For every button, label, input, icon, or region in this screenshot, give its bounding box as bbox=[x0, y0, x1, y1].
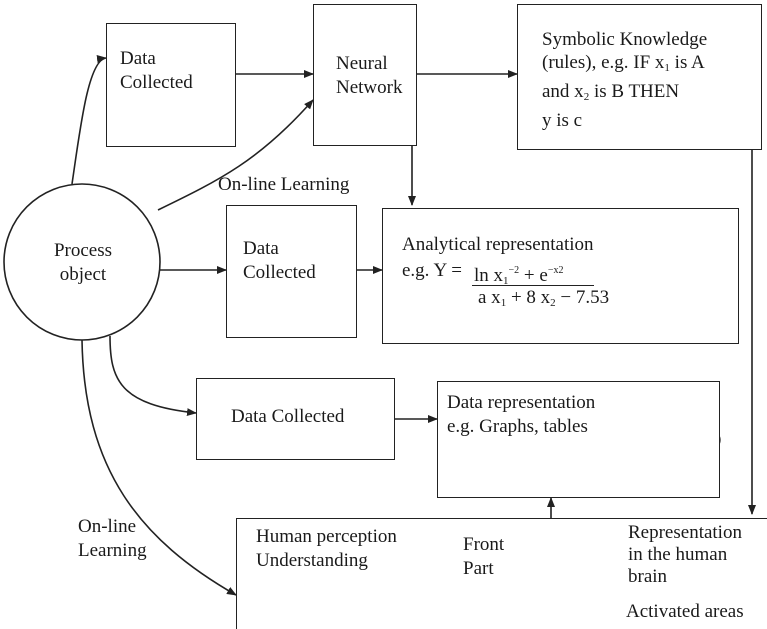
analytical-formula-denominator: a x1 + 8 x2 − 7.53 bbox=[478, 287, 610, 309]
process-object-label: Process object bbox=[53, 240, 113, 285]
neural-network-label: Neural Network bbox=[336, 53, 403, 98]
analytical-formula-numerator: ln x1−2 + e−x2 bbox=[474, 265, 564, 287]
analytical-formula-prefix: e.g. Y = bbox=[402, 260, 462, 281]
symbolic-knowledge-box bbox=[517, 4, 762, 150]
representation-brain-label: Representation in the human brain bbox=[628, 522, 742, 587]
online-learning-label-2: On-line Learning bbox=[78, 516, 147, 561]
data-collected-1-label: Data Collected bbox=[120, 48, 193, 93]
data-collected-box-1 bbox=[106, 23, 236, 147]
neural-network-box bbox=[313, 4, 417, 146]
data-collected-3-label: Data Collected bbox=[231, 406, 345, 427]
human-perception-label: Human perception Understanding bbox=[256, 526, 397, 571]
analytical-representation-box bbox=[382, 208, 739, 344]
front-part-label: Front Part bbox=[463, 534, 505, 579]
online-learning-label-1: On-line Learning bbox=[218, 174, 350, 195]
human-perception-box bbox=[236, 518, 767, 629]
activated-areas-label: Activated areas bbox=[626, 601, 744, 622]
data-representation-label: Data representation e.g. Graphs, tables bbox=[447, 392, 596, 437]
data-collected-2-label: Data Collected bbox=[243, 238, 316, 283]
edge-process-to-data3 bbox=[109, 335, 197, 417]
data-representation-box bbox=[437, 381, 720, 498]
analytical-title: Analytical representation bbox=[402, 234, 594, 255]
edge-process-to-nn bbox=[157, 99, 314, 211]
fraction-bar bbox=[472, 285, 594, 286]
symbolic-knowledge-label: Symbolic Knowledge (rules), e.g. IF x1 i… bbox=[542, 29, 708, 131]
edge-process-to-human bbox=[81, 339, 237, 596]
data-collected-box-3 bbox=[196, 378, 395, 460]
data-collected-box-2 bbox=[226, 205, 357, 338]
edge-process-to-data1 bbox=[71, 55, 107, 185]
